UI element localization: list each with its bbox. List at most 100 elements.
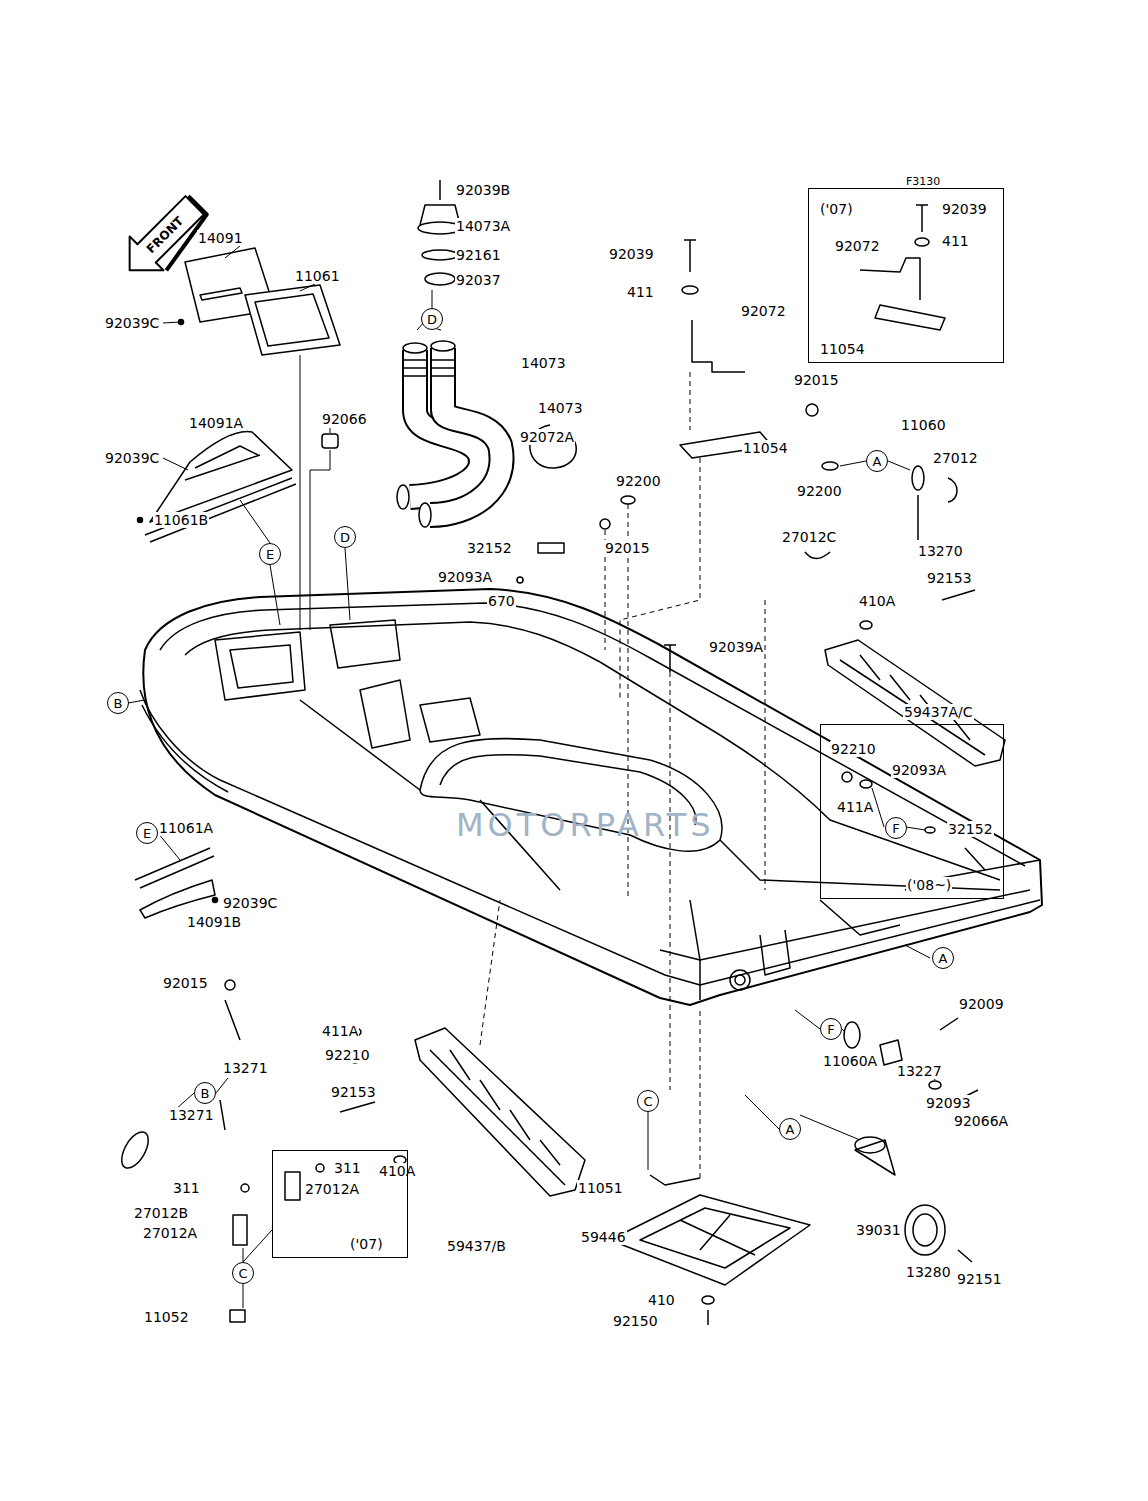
part-number: 92015	[162, 975, 209, 991]
part-number: 11054	[819, 341, 866, 357]
part-number: 92153	[330, 1084, 377, 1100]
reference-circle: D	[421, 308, 443, 330]
reference-letter: E	[143, 827, 151, 840]
reference-circle: B	[194, 1082, 216, 1104]
part-number: 92066A	[953, 1113, 1009, 1129]
part-number: 13280	[905, 1264, 952, 1280]
part-number: 13271	[168, 1107, 215, 1123]
part-number: 14091A	[188, 415, 244, 431]
reference-letter: A	[939, 952, 948, 965]
reference-letter: C	[643, 1095, 652, 1108]
part-number: 11051	[577, 1180, 624, 1196]
part-number: 92072	[740, 303, 787, 319]
part-number: 410A	[858, 593, 896, 609]
reference-circle: F	[885, 817, 907, 839]
reference-circle: C	[637, 1090, 659, 1112]
part-number: 92015	[604, 540, 651, 556]
part-number: 27012B	[133, 1205, 189, 1221]
part-number: 92151	[956, 1271, 1003, 1287]
part-number: 411A	[321, 1023, 359, 1039]
reference-circle: D	[334, 526, 356, 548]
part-number: 11061A	[158, 820, 214, 836]
variant-text: ('07)	[349, 1236, 384, 1252]
reference-letter: F	[892, 822, 899, 835]
reference-circle: E	[136, 822, 158, 844]
reference-circle: C	[232, 1262, 254, 1284]
part-number: 11060	[900, 417, 947, 433]
part-number: 411	[941, 233, 970, 249]
part-number: 411A	[836, 799, 874, 815]
variant-box: 9221092093A411A32152('08~)F	[820, 724, 1004, 899]
part-number: 410A	[378, 1163, 416, 1179]
part-number: 410	[647, 1292, 676, 1308]
part-number: 59437A/C	[903, 704, 974, 720]
part-number: 92093A	[891, 762, 947, 778]
reference-circle: A	[932, 947, 954, 969]
variant-text: ('07)	[819, 201, 854, 217]
reference-letter: B	[114, 697, 123, 710]
figure-code: F3130	[905, 175, 941, 188]
watermark: MOTORPARTS	[455, 808, 716, 842]
part-number: 32152	[466, 540, 513, 556]
reference-letter: D	[427, 313, 437, 326]
reference-letter: C	[238, 1267, 247, 1280]
reference-letter: A	[786, 1123, 795, 1136]
part-number: 27012C	[781, 529, 837, 545]
part-number: 92200	[796, 483, 843, 499]
part-number: 27012A	[304, 1181, 360, 1197]
reference-circle: F	[820, 1018, 842, 1040]
reference-letter: B	[201, 1087, 210, 1100]
variant-box: ('07) 92039 92072 411 11054	[808, 188, 1004, 363]
part-number: 13271	[222, 1060, 269, 1076]
part-number: 14091B	[186, 914, 242, 930]
part-number: 14073	[537, 400, 584, 416]
reference-circle: A	[779, 1118, 801, 1140]
part-number: 92039B	[455, 182, 511, 198]
part-number: 411	[626, 284, 655, 300]
part-number: 92037	[455, 272, 502, 288]
part-number: 92161	[455, 247, 502, 263]
part-number: 92009	[958, 996, 1005, 1012]
part-number: 92066	[321, 411, 368, 427]
part-number: 670	[487, 593, 516, 609]
part-number: 92150	[612, 1313, 659, 1329]
part-number: 39031	[855, 1222, 902, 1238]
part-number: 92039C	[222, 895, 278, 911]
part-number: 92093	[925, 1095, 972, 1111]
part-number: 27012A	[142, 1225, 198, 1241]
part-number: 14073	[520, 355, 567, 371]
variant-box: 311 27012A ('07)	[272, 1150, 408, 1258]
part-number: 14073A	[455, 218, 511, 234]
part-number: 59437/B	[446, 1238, 507, 1254]
part-number: 311	[172, 1180, 201, 1196]
part-number: 59446	[580, 1229, 627, 1245]
variant-text: 92210	[830, 741, 877, 757]
part-number: 92153	[926, 570, 973, 586]
part-number: 92015	[793, 372, 840, 388]
variant-text: 311	[333, 1160, 362, 1176]
part-number: 11052	[143, 1309, 190, 1325]
part-number: 11054	[742, 440, 789, 456]
reference-letter: F	[827, 1023, 834, 1036]
variant-text: ('08~)	[906, 877, 952, 893]
part-number: 14091	[197, 230, 244, 246]
part-number: 11061	[294, 268, 341, 284]
reference-circle: B	[107, 692, 129, 714]
part-number: 92210	[324, 1047, 371, 1063]
reference-circle: A	[866, 450, 888, 472]
part-number: 11060A	[822, 1053, 878, 1069]
part-number: 13270	[917, 543, 964, 559]
part-number: 27012	[932, 450, 979, 466]
part-number: 92072A	[519, 429, 575, 445]
part-number: 13227	[896, 1063, 943, 1079]
part-number: 92039	[941, 201, 988, 217]
part-number: 11061B	[153, 512, 209, 528]
reference-circle: E	[259, 543, 281, 565]
part-number: 92072	[834, 238, 881, 254]
reference-letter: D	[340, 531, 350, 544]
part-number: 92039	[608, 246, 655, 262]
part-number: 92039A	[708, 639, 764, 655]
reference-letter: A	[873, 455, 882, 468]
part-number: 92039C	[104, 315, 160, 331]
